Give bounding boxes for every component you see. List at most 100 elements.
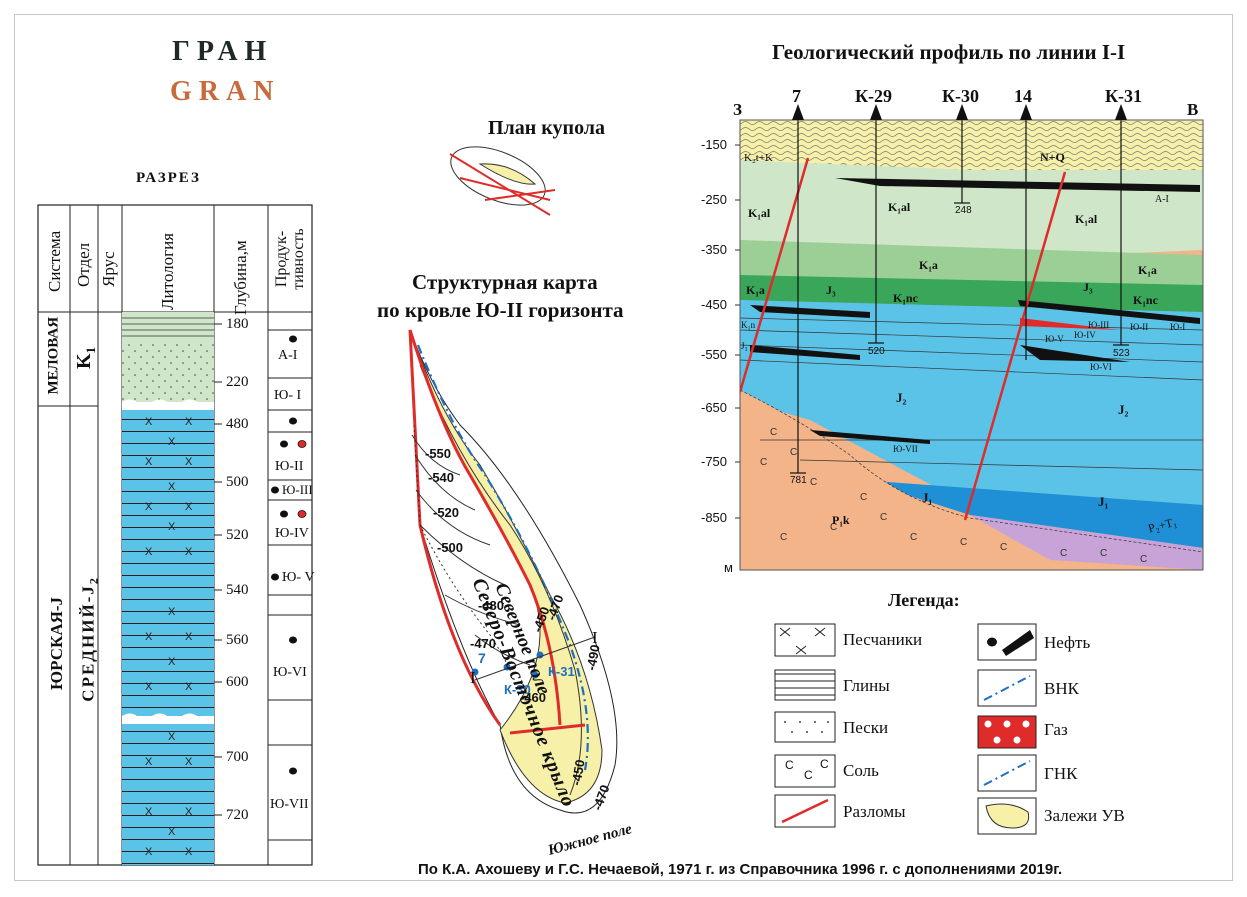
svg-text:X: X <box>145 631 153 643</box>
legend-clay: Глины <box>843 676 890 695</box>
svg-text:X: X <box>145 546 153 558</box>
layer-label: K₁a <box>1138 263 1157 277</box>
well-depth: 248 <box>955 205 972 216</box>
field-title: ГРАН <box>172 36 274 67</box>
figure-frame <box>14 14 1233 881</box>
legend-title: Легенда: <box>888 590 960 610</box>
svg-text:X: X <box>185 631 193 643</box>
layer-label: J₂ <box>896 390 907 405</box>
layer-label: J₁ <box>922 490 933 505</box>
profile-well-name: 14 <box>1014 86 1032 106</box>
depth-label: 500 <box>226 474 249 490</box>
well-depth: 781 <box>790 475 807 486</box>
profile-depth: -150 <box>701 137 728 152</box>
layer-label: A-I <box>1155 194 1169 205</box>
contour-label: -460 <box>520 690 547 705</box>
legend-vnk: ВНК <box>1044 679 1079 698</box>
contour-label: -520 <box>433 505 460 520</box>
svg-text:X: X <box>185 806 193 818</box>
svg-text:X: X <box>168 731 176 743</box>
profile-depth: -450 <box>701 297 728 312</box>
structmap-title-1: Структурная карта <box>412 270 598 294</box>
horizon-label: А-I <box>278 348 298 363</box>
layer-label: K₁al <box>888 200 911 214</box>
salt-symbol: C <box>820 757 829 771</box>
horizon-label: Ю-VII <box>270 797 309 812</box>
horizon-label: Ю-II <box>275 459 304 474</box>
legend-faults: Разломы <box>843 802 906 821</box>
svg-text:X: X <box>185 501 193 513</box>
svg-text:C: C <box>860 492 867 503</box>
profile-depth: -850 <box>701 510 728 525</box>
contour-label: -470 <box>470 636 497 651</box>
profile-title: Геологический профиль по линии I-I <box>772 40 1126 64</box>
layer-label: K₁a <box>746 283 765 297</box>
legend-sandstone: Песчаники <box>843 630 923 649</box>
layer-label: Ю-IV <box>1074 330 1096 340</box>
profile-depth: -550 <box>701 347 728 362</box>
depth-label: 220 <box>226 374 249 390</box>
depth-label: 480 <box>226 416 249 432</box>
profile-depth: -750 <box>701 454 728 469</box>
profile-well-name: К-29 <box>855 86 893 106</box>
profile-depth: -250 <box>701 192 728 207</box>
structure-map <box>408 329 618 814</box>
svg-text:X: X <box>145 416 153 428</box>
svg-text:X: X <box>145 456 153 468</box>
credit-line: По К.А. Ахошеву и Г.С. Нечаевой, 1971 г.… <box>418 861 1063 878</box>
section-mark: I <box>592 628 598 647</box>
depth-label: 700 <box>226 749 249 765</box>
layer-label: K₁n <box>741 320 756 330</box>
svg-text:C: C <box>880 512 887 523</box>
depth-label: 180 <box>226 316 249 332</box>
depth-label: 540 <box>226 582 249 598</box>
svg-text:C: C <box>780 532 787 543</box>
profile-depth-unit: м <box>724 560 733 575</box>
profile-well-name: К-31 <box>1105 86 1143 106</box>
svg-text:X: X <box>185 456 193 468</box>
legend-sand: Пески <box>843 718 889 737</box>
section-heading: РАЗРЕЗ <box>136 170 201 186</box>
svg-text:C: C <box>830 522 837 533</box>
profile-east: В <box>1187 100 1199 119</box>
horizon-label: Ю- V <box>282 570 315 585</box>
well-label: К-30 <box>504 682 531 697</box>
svg-text:C: C <box>960 537 967 548</box>
layer-label: N+Q <box>1040 150 1065 164</box>
layer-label: K₁al <box>748 206 771 220</box>
layer-label: Ю-VII <box>893 444 918 454</box>
layer-label: J₂ <box>1118 402 1129 417</box>
contour-label: -480 <box>478 598 505 613</box>
layer-label: K₁a <box>919 258 938 272</box>
depth-label: 720 <box>226 807 249 823</box>
svg-text:X: X <box>168 606 176 618</box>
svg-text:X: X <box>168 436 176 448</box>
layer-label: Ю-III <box>1088 320 1110 330</box>
svg-text:X: X <box>145 846 153 858</box>
layer-label: K₁al <box>1075 212 1098 226</box>
svg-text:C: C <box>760 457 767 468</box>
depth-label: 600 <box>226 674 249 690</box>
profile-depth: -350 <box>701 242 728 257</box>
svg-text:X: X <box>185 756 193 768</box>
plan-title: План купола <box>488 117 606 139</box>
legend-oil: Нефть <box>1044 633 1091 652</box>
profile-west: З <box>733 100 742 119</box>
horizon-label: Ю-IV <box>275 526 309 541</box>
svg-text:X: X <box>168 521 176 533</box>
layer-label: Ю-II <box>1130 322 1149 332</box>
well-depth: 520 <box>868 346 885 357</box>
layer-label: Ю-I <box>1170 322 1186 332</box>
dome-plan <box>449 146 556 216</box>
svg-text:C: C <box>910 532 917 543</box>
profile-well-name: 7 <box>792 86 801 106</box>
structmap-title-2: по кровле Ю-II горизонта <box>377 298 624 322</box>
layer-label: J₃ <box>741 341 748 351</box>
svg-text:X: X <box>168 656 176 668</box>
layer-label: K₁nc <box>893 291 918 305</box>
svg-text:X: X <box>185 416 193 428</box>
layer-label: J₁ <box>1098 494 1109 509</box>
